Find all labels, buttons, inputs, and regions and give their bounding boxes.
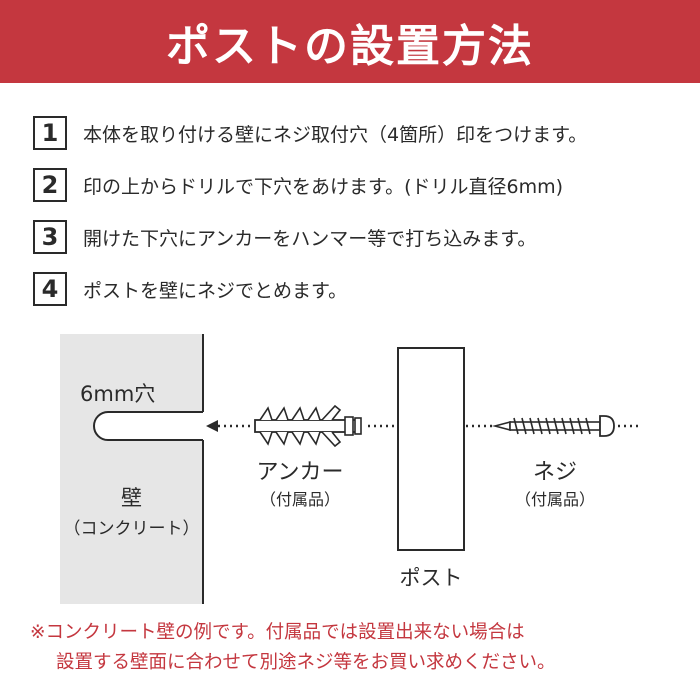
step-text: ポストを壁にネジでとめます。 (83, 279, 348, 302)
step-number: 2 (33, 168, 67, 202)
step-4: 4 ポストを壁にネジでとめます。 (33, 269, 347, 309)
wall-graphic (60, 334, 204, 604)
drilled-hole (93, 411, 203, 441)
note-line-1: ※コンクリート壁の例です。付属品では設置出来ない場合は (30, 622, 525, 643)
step-text: 本体を取り付ける壁にネジ取付穴（4箇所）印をつけます。 (83, 123, 588, 146)
hole-label: 6mm穴 (80, 382, 156, 406)
step-number: 1 (33, 116, 67, 150)
step-2: 2 印の上からドリルで下穴をあけます。(ドリル直径6mm) (33, 165, 563, 205)
anchor-icon (254, 404, 362, 448)
diagram-graphics (60, 334, 642, 604)
wall-sublabel: （コンクリート） (63, 519, 200, 539)
step-text: 印の上からドリルで下穴をあけます。(ドリル直径6mm) (83, 175, 564, 198)
arrow-left-icon (206, 420, 252, 432)
anchor-label: アンカー (256, 460, 344, 485)
step-3: 3 開けた下穴にアンカーをハンマー等で打ち込みます。 (33, 217, 536, 257)
installation-diagram: 6mm穴 壁 （コンクリート） アンカー （付属品） ネジ （付属品） ポスト (0, 320, 700, 605)
page-title: ポストの設置方法 (166, 20, 534, 72)
note-line-2: 設置する壁面に合わせて別途ネジ等をお買い求めください。 (56, 652, 556, 673)
wall-label: 壁 (121, 486, 142, 510)
caution-note: ※コンクリート壁の例です。付属品では設置出来ない場合は 設置する壁面に合わせて別… (30, 618, 680, 678)
post-graphic (397, 347, 465, 551)
screw-sublabel: （付属品） (514, 490, 595, 509)
step-number: 3 (33, 220, 67, 254)
screw-icon (491, 415, 615, 437)
step-1: 1 本体を取り付ける壁にネジ取付穴（4箇所）印をつけます。 (33, 113, 587, 153)
step-number: 4 (33, 272, 67, 306)
screw-label: ネジ (532, 460, 577, 485)
anchor-sublabel: （付属品） (259, 490, 340, 509)
step-text: 開けた下穴にアンカーをハンマー等で打ち込みます。 (83, 227, 537, 250)
post-label: ポスト (399, 566, 463, 590)
header-banner: ポストの設置方法 (0, 0, 700, 83)
